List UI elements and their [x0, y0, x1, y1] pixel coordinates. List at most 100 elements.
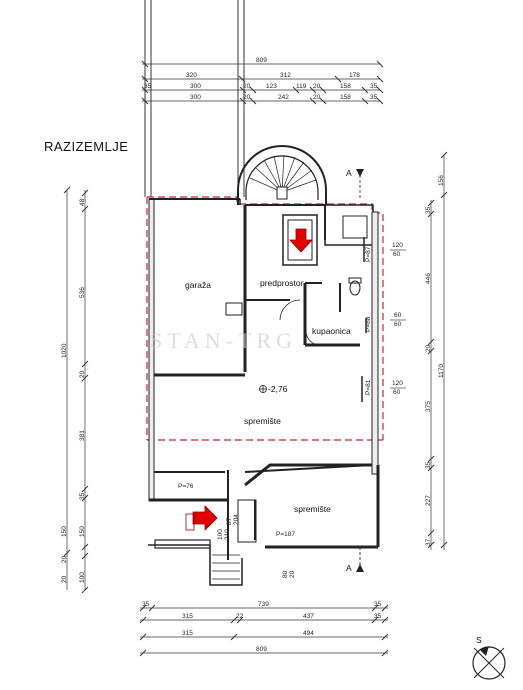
- dim-label: 20: [61, 575, 68, 583]
- compass-letter: S: [476, 635, 482, 645]
- dim-label: 35: [425, 461, 432, 469]
- dim-label: 158: [340, 94, 351, 101]
- window-label: 120: [392, 380, 403, 387]
- door-label: 20: [289, 570, 296, 578]
- dim-label: 300: [190, 94, 201, 101]
- section-letter: A: [346, 168, 352, 178]
- dim-label: 20: [243, 94, 251, 101]
- dim-label: 739: [258, 601, 269, 608]
- dim-label: 150: [61, 526, 68, 537]
- dim-label: 35: [142, 601, 150, 608]
- walls: [148, 198, 380, 586]
- dim-label: 20: [79, 370, 86, 378]
- room-label-bathroom: kupaonica: [312, 326, 351, 336]
- dim-label: 178: [349, 72, 360, 79]
- parapet-label: P=81: [365, 379, 372, 395]
- dim-label: 35: [374, 613, 382, 620]
- door-label: 210: [224, 529, 231, 540]
- dim-label: 35: [370, 94, 378, 101]
- red-arrow-entrance: [185, 505, 218, 531]
- dim-label: 119: [296, 83, 307, 90]
- dim-label: 437: [303, 613, 314, 620]
- section-marker-top: A: [346, 168, 364, 200]
- dim-label: 35: [370, 83, 378, 90]
- right-dim-labels: 156 1170 35 446 20 375 35 227 37: [425, 175, 445, 546]
- dim-label: 494: [303, 630, 314, 637]
- dim-label: 20: [425, 344, 432, 352]
- dim-label: 100: [79, 572, 86, 583]
- level-value: -2,76: [268, 384, 288, 394]
- dim-label: 227: [425, 495, 432, 506]
- room-label-storage-main: spremište: [244, 416, 281, 426]
- dim-label: 156: [438, 175, 445, 186]
- section-marker-bottom: A: [346, 547, 364, 573]
- dim-label: 242: [278, 94, 289, 101]
- door-label: 204: [233, 514, 240, 525]
- dim-label: 123: [266, 83, 277, 90]
- dim-label: 35: [144, 83, 152, 90]
- dim-label: 20: [243, 83, 251, 90]
- dim-label: 20: [61, 555, 68, 563]
- left-dim-labels: 1020 48 536 20 381 35 150 150 20 100 20: [61, 198, 86, 583]
- dim-label: 315: [182, 630, 193, 637]
- door-label: 87: [226, 517, 233, 525]
- bathroom-fixtures: [225, 215, 368, 346]
- dim-label: 300: [190, 83, 201, 90]
- north-compass: S: [472, 635, 506, 680]
- right-dimensions: [427, 151, 448, 550]
- dim-label: 158: [340, 83, 351, 90]
- dim-label: 35: [79, 492, 86, 500]
- level-mark: -2,76: [259, 384, 288, 394]
- dim-label: 446: [425, 273, 432, 284]
- bottom-dim-labels: 35 739 35 315 22 437 35 315 494 809: [142, 601, 382, 653]
- parapet-label: P=76: [178, 483, 194, 490]
- dim-label: 35: [425, 206, 432, 214]
- window-label: 60: [394, 312, 402, 319]
- dim-label: 375: [425, 401, 432, 412]
- projection-lines: [144, 0, 245, 197]
- left-dimensions: [63, 186, 89, 594]
- dim-1020: 1020: [61, 343, 68, 358]
- plan-title: RAZIZEMLJE: [44, 139, 128, 154]
- section-cut-outline: [146, 196, 384, 441]
- dim-label: 37: [425, 538, 432, 546]
- door-label: 80: [282, 570, 289, 578]
- watermark: STAN-TRG: [150, 328, 297, 353]
- parapet-label: P=88: [365, 316, 372, 332]
- dim-label: 150: [79, 526, 86, 537]
- room-label-storage-small: spremište: [294, 504, 331, 514]
- parapet-label: P=87: [365, 246, 372, 262]
- dim-809-bottom: 809: [256, 646, 267, 653]
- window-label: 120: [392, 242, 403, 249]
- dim-label: 20: [313, 94, 321, 101]
- dim-label: 312: [280, 72, 291, 79]
- dim-label: 20: [313, 83, 321, 90]
- spiral-staircase: [237, 145, 327, 205]
- dim-label: 48: [79, 198, 86, 206]
- top-dim-labels: 809 320 312 178 35 300 20 123 119 20 158…: [144, 57, 378, 101]
- bottom-dimensions: [139, 604, 389, 657]
- window-label: 60: [393, 251, 401, 258]
- section-letter: A: [346, 563, 352, 573]
- dim-label: 22: [236, 613, 244, 620]
- window-marks: [361, 237, 367, 402]
- dim-label: 381: [79, 430, 86, 441]
- dim-label: 536: [79, 287, 86, 298]
- dim-label: 315: [182, 613, 193, 620]
- dim-1170: 1170: [438, 364, 445, 378]
- parapet-label: P=187: [276, 531, 295, 538]
- window-label: 60: [393, 389, 401, 396]
- dim-809-top: 809: [256, 57, 267, 64]
- room-label-hall: predprostor: [260, 278, 304, 288]
- top-dimensions: [141, 60, 384, 105]
- dim-label: 320: [186, 72, 197, 79]
- red-arrow-stair: [289, 228, 313, 253]
- window-label: 60: [394, 321, 402, 328]
- dim-label: 35: [374, 601, 382, 608]
- room-label-garage: garaža: [185, 280, 211, 290]
- window-labels: 120 60 60 60 120 60: [390, 242, 406, 396]
- parapet-labels: P=76 P=87 P=81 P=88 P=187 87 204 100 210…: [178, 246, 372, 578]
- door-label: 100: [217, 529, 224, 540]
